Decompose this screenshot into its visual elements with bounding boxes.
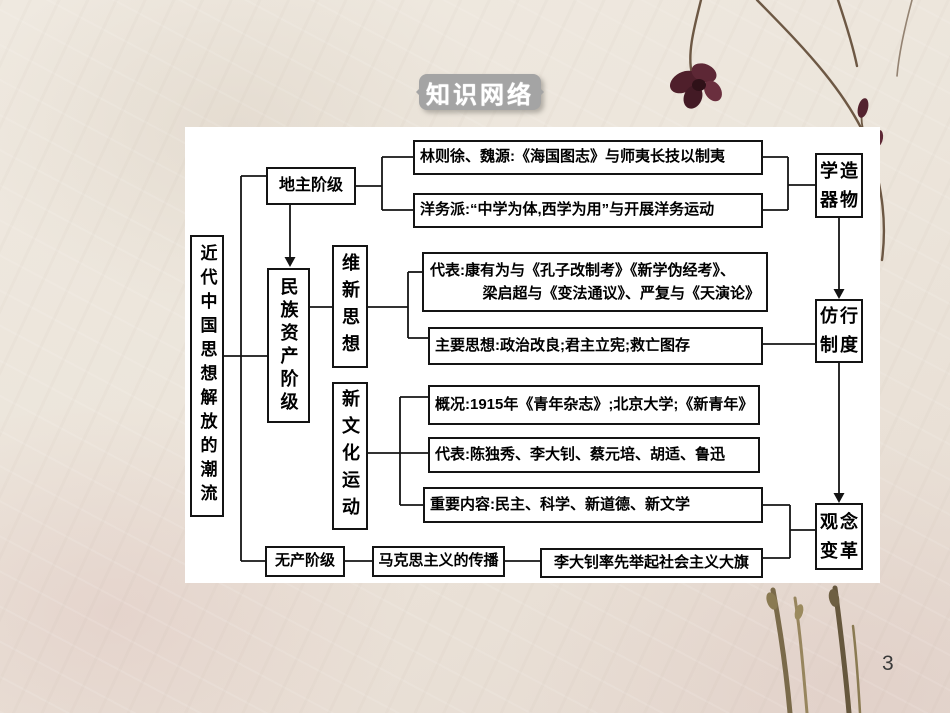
node-fangxing-zhidu-line1: 仿行 xyxy=(820,306,860,327)
box-weixin-daibiao-line1: 代表:康有为与《孔子改制考》《新学伪经考》、 xyxy=(430,261,735,279)
box-weixin-zhuyao-sixiang-label: 主要思想:政治改良;君主立宪;救亡图存 xyxy=(435,336,690,354)
box-yangwupai-label: 洋务派:“中学为体,西学为用”与开展洋务运动 xyxy=(420,201,715,219)
box-xinwenhua-gaikuang: 概况:1915年《青年杂志》;北京大学;《新青年》 xyxy=(428,385,760,425)
node-guannian-biange-line1: 观念 xyxy=(820,511,860,532)
node-xuezao-qiwu: 学造 器物 xyxy=(815,153,863,218)
node-national-bourgeoisie-label: 民族资产阶级 xyxy=(278,276,299,415)
title-badge: 知识网络 xyxy=(416,74,544,110)
node-national-bourgeoisie: 民族资产阶级 xyxy=(267,268,310,423)
box-linzexu-weiyuan-label: 林则徐、魏源:《海国图志》与师夷长技以制夷 xyxy=(420,148,725,166)
node-guannian-biange: 观念 变革 xyxy=(815,503,863,570)
box-yangwupai: 洋务派:“中学为体,西学为用”与开展洋务运动 xyxy=(413,193,763,228)
box-weixin-daibiao-line2: 梁启超与《变法通议》、严复与《天演论》 xyxy=(482,285,760,302)
box-lidazhao: 李大钊率先举起社会主义大旗 xyxy=(540,548,763,578)
node-root: 近代中国思想解放的潮流 xyxy=(190,235,224,517)
box-makesi-zhuyi-label: 马克思主义的传播 xyxy=(378,552,499,570)
node-fangxing-zhidu: 仿行 制度 xyxy=(815,299,863,363)
title-badge-label: 知识网络 xyxy=(426,81,534,109)
box-xinwenhua-zhongyao-neirong: 重要内容:民主、科学、新道德、新文学 xyxy=(423,487,763,523)
node-proletariat-label: 无产阶级 xyxy=(274,552,335,570)
box-makesi-zhuyi: 马克思主义的传播 xyxy=(372,546,505,577)
node-weixin-sixiang-label: 维新思想 xyxy=(340,252,360,361)
node-xinwenhua-yundong-label: 新文化运动 xyxy=(340,388,360,524)
node-weixin-sixiang: 维新思想 xyxy=(332,245,368,368)
node-fangxing-zhidu-line2: 制度 xyxy=(820,335,860,355)
box-xinwenhua-daibiao: 代表:陈独秀、李大钊、蔡元培、胡适、鲁迅 xyxy=(428,437,760,473)
node-landlord-class: 地主阶级 xyxy=(266,167,356,205)
node-xuezao-qiwu-line1: 学造 xyxy=(820,160,860,181)
node-proletariat: 无产阶级 xyxy=(265,546,345,577)
node-xinwenhua-yundong: 新文化运动 xyxy=(332,382,368,530)
node-landlord-class-label: 地主阶级 xyxy=(278,177,343,194)
box-xinwenhua-daibiao-label: 代表:陈独秀、李大钊、蔡元培、胡适、鲁迅 xyxy=(435,445,725,463)
box-weixin-daibiao: 代表:康有为与《孔子改制考》《新学伪经考》、 梁启超与《变法通议》、严复与《天演… xyxy=(422,252,768,312)
box-weixin-zhuyao-sixiang: 主要思想:政治改良;君主立宪;救亡图存 xyxy=(428,327,763,365)
box-xinwenhua-gaikuang-label: 概况:1915年《青年杂志》;北京大学;《新青年》 xyxy=(435,395,754,413)
box-lidazhao-label: 李大钊率先举起社会主义大旗 xyxy=(553,553,749,571)
node-root-label: 近代中国思想解放的潮流 xyxy=(197,244,217,508)
box-xinwenhua-zhongyao-neirong-label: 重要内容:民主、科学、新道德、新文学 xyxy=(430,495,690,513)
page-number: 3 xyxy=(882,652,894,675)
node-guannian-biange-line2: 变革 xyxy=(820,540,860,561)
box-linzexu-weiyuan: 林则徐、魏源:《海国图志》与师夷长技以制夷 xyxy=(413,140,763,175)
node-xuezao-qiwu-line2: 器物 xyxy=(820,189,860,210)
